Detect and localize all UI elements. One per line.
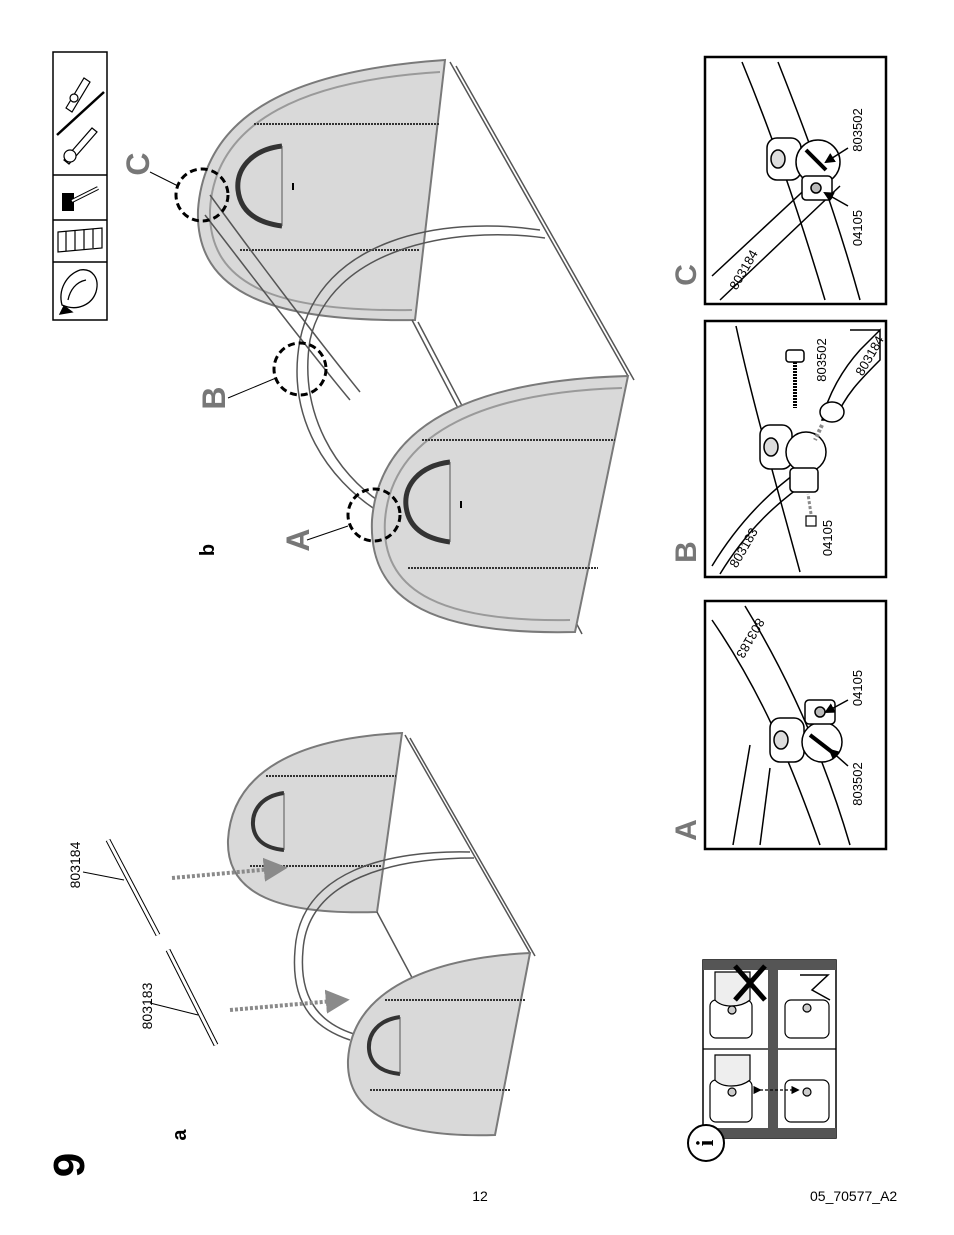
detail-a-nut-label: 04105 bbox=[850, 669, 865, 707]
bar-803184 bbox=[82, 838, 161, 937]
detail-b-box bbox=[703, 319, 888, 579]
check-mark-icon bbox=[800, 974, 831, 1001]
detail-c-box bbox=[703, 55, 888, 306]
callout-label-a: A bbox=[280, 528, 316, 552]
callout-label-c: C bbox=[120, 152, 156, 176]
info-icon bbox=[687, 1124, 725, 1162]
callout-circle-c bbox=[174, 167, 230, 223]
info-icon-letter: i bbox=[693, 1139, 719, 1147]
correct-orientation-example bbox=[709, 1054, 830, 1123]
end-panel-back bbox=[196, 58, 447, 322]
bolt-b bbox=[785, 349, 805, 408]
callout-label-b: B bbox=[196, 386, 232, 410]
clamp-a bbox=[769, 699, 843, 763]
detail-a-bolt-label: 803502 bbox=[850, 762, 865, 806]
step-number: 9 bbox=[45, 1152, 94, 1178]
gloves-icon bbox=[58, 269, 98, 315]
wrong-mark-icon bbox=[733, 964, 767, 1002]
detail-c-label: C bbox=[670, 264, 703, 286]
end-panel-front bbox=[370, 374, 630, 634]
info-panel bbox=[702, 959, 837, 1139]
end-panel-front-a bbox=[346, 951, 532, 1137]
bar-803183 bbox=[149, 948, 219, 1047]
part-label-803183: 803183 bbox=[139, 982, 155, 1030]
callout-circle-a bbox=[346, 487, 402, 543]
sub-step-b-label: b bbox=[197, 543, 219, 557]
tools-panel bbox=[52, 51, 108, 321]
wrong-orientation-example bbox=[709, 971, 830, 1039]
page-number: 12 bbox=[472, 1188, 488, 1204]
detail-a-label: A bbox=[670, 819, 703, 841]
clamp-c bbox=[766, 137, 841, 201]
bar-end-b bbox=[819, 328, 881, 423]
detail-c-bolt-label: 803502 bbox=[850, 108, 865, 152]
detail-a-box bbox=[703, 599, 888, 851]
screwdriver-and-wrench-icon bbox=[56, 77, 105, 165]
clamp-b bbox=[759, 424, 827, 493]
sub-step-a-label: a bbox=[169, 1129, 191, 1141]
detail-b-nut-label: 04105 bbox=[820, 519, 835, 557]
detail-b-bolt-label: 803502 bbox=[814, 338, 829, 382]
diagram-a bbox=[82, 731, 536, 1137]
callout-circle-b bbox=[272, 341, 328, 397]
part-label-803184: 803184 bbox=[67, 841, 83, 889]
diagram-b bbox=[149, 58, 635, 635]
insert-arrow-1 bbox=[171, 857, 288, 882]
step-ladder-icon bbox=[57, 227, 103, 253]
detail-c-nut-label: 04105 bbox=[850, 209, 865, 247]
detail-b-label: B bbox=[670, 541, 703, 563]
mallet-icon bbox=[62, 186, 99, 211]
insert-arrow-2 bbox=[229, 989, 350, 1014]
document-code: 05_70577_A2 bbox=[810, 1188, 898, 1204]
